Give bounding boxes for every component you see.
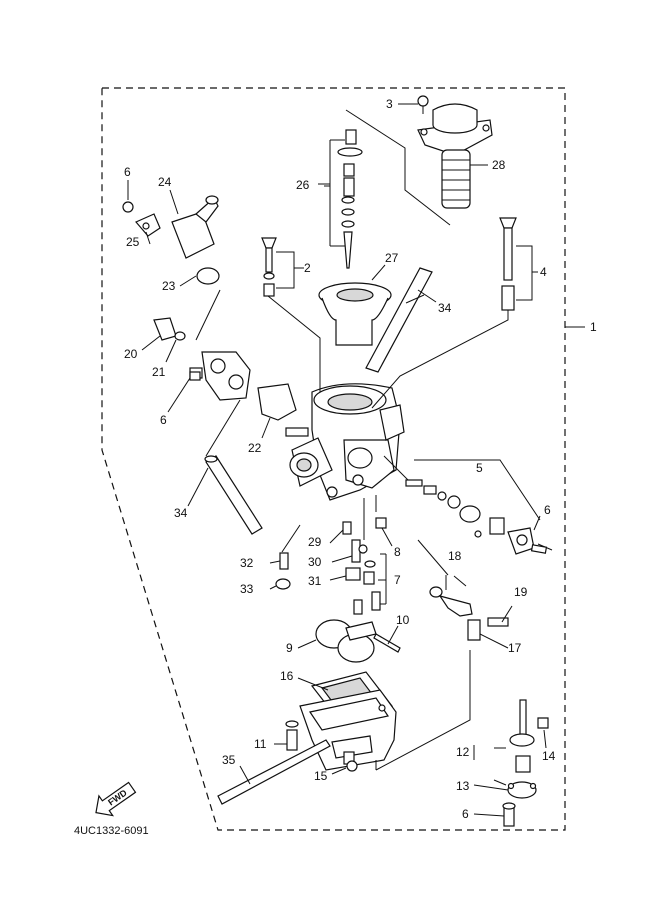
callout-32: 32 [240,556,254,570]
o-ring-23 [196,267,220,285]
cable-bracket [122,180,219,259]
hose-34-lower [204,455,263,535]
callout-26: 26 [296,178,310,192]
callout-28: 28 [492,158,506,172]
callout-14: 14 [542,749,556,763]
top-cover [417,103,493,156]
callout-6-right: 6 [544,503,551,517]
carburetor-body [285,383,405,501]
jets [275,517,387,615]
callout-35: 35 [222,753,236,767]
callout-23: 23 [162,279,176,293]
float-9 [315,619,377,663]
callout-11: 11 [254,737,267,751]
callout-4: 4 [540,265,547,279]
callout-29: 29 [308,535,322,549]
callout-19: 19 [514,585,528,599]
callout-25: 25 [126,235,140,249]
leader-lines [141,183,547,817]
hose-34-upper [365,267,437,373]
float-chamber [299,671,397,771]
callout-8: 8 [394,545,401,559]
callout-33: 33 [240,582,254,596]
screw-6-left [189,371,201,381]
callout-34-lower: 34 [174,506,188,520]
callout-16: 16 [280,669,294,683]
callout-17: 17 [508,641,522,655]
throttle-stop-screw-4 [499,217,538,311]
callout-30: 30 [308,555,322,569]
callout-1: 1 [590,320,597,334]
callout-31: 31 [308,574,322,588]
callout-12: 12 [456,745,470,759]
lever-18 [429,586,509,641]
callout-21: 21 [152,365,166,379]
callout-27: 27 [385,251,399,265]
callout-20: 20 [124,347,138,361]
assembly-boundary [101,87,566,831]
spring-28 [441,149,488,209]
screw-11 [285,720,299,751]
screw-15 [346,760,358,772]
jet-needle-set [324,129,363,269]
callout-15: 15 [314,769,328,783]
callout-3: 3 [386,97,393,111]
hose-35 [217,739,331,805]
callout-10: 10 [396,613,410,627]
callout-6-top: 6 [124,165,131,179]
callout-34-upper: 34 [438,301,452,315]
callout-22: 22 [248,441,262,455]
fwd-arrow-icon: FWD [95,781,137,817]
screw-6-right [530,544,548,554]
callout-6-bottom: 6 [462,807,469,821]
starter-plunger [153,317,251,401]
callout-18: 18 [448,549,462,563]
float-pin-10 [373,633,401,653]
callout-13: 13 [456,779,470,793]
callout-9: 9 [286,641,293,655]
pilot-screw-2 [261,237,300,297]
gasket-22 [257,383,297,421]
callout-2: 2 [304,261,311,275]
screw-3 [398,95,429,114]
callout-24: 24 [158,175,172,189]
needle-valve-set-5 [405,479,553,555]
diaphragm-piston-27 [318,264,392,346]
accelerator-pump [502,699,549,827]
callout-5: 5 [476,461,483,475]
diagram-code: 4UC1332-6091 [74,825,149,837]
callout-6-left: 6 [160,413,167,427]
callout-7: 7 [394,573,401,587]
